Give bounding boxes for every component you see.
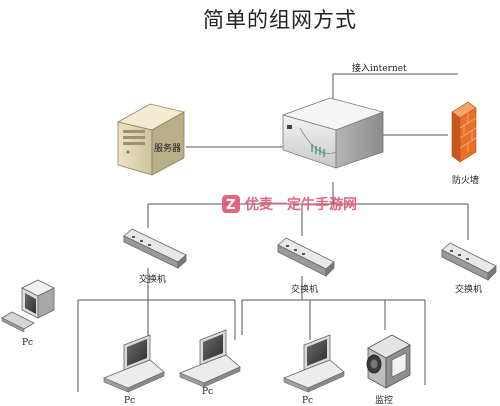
- laptop-icon: [178, 329, 241, 388]
- camera-icon: [366, 334, 411, 389]
- watermark-text: 优麦一定牛手游网: [245, 196, 357, 213]
- connection-lines: [77, 73, 469, 392]
- switch-icon: [123, 228, 187, 269]
- laptop-label-2: Pc: [202, 387, 213, 397]
- camera-label: 监控: [375, 394, 393, 406]
- firewall-label: 防火墙: [452, 174, 479, 186]
- switch-icon: [441, 242, 497, 281]
- firewall-icon: [451, 101, 477, 163]
- laptop-icon: [282, 334, 345, 393]
- desktop-pc-icon: [1, 279, 55, 333]
- page-title: 简单的组网方式: [203, 8, 357, 32]
- internet-label: 接入internet: [352, 62, 407, 74]
- desktop-pc-label: Pc: [22, 338, 33, 348]
- server-label: 服务器: [154, 142, 181, 154]
- watermark-logo-icon: Z: [222, 195, 240, 213]
- laptop-icon: [102, 334, 165, 393]
- server-icon: [116, 103, 186, 176]
- router-icon: [281, 97, 385, 169]
- svg-text:Z: Z: [226, 198, 235, 213]
- watermark: Z 优麦一定牛手游网: [222, 195, 357, 213]
- switch-label-middle: 交换机: [291, 283, 318, 295]
- laptop-label-3: Pc: [302, 396, 313, 406]
- laptop-label-1: Pc: [124, 396, 135, 406]
- switch-label-right: 交换机: [455, 283, 482, 295]
- switch-label-left: 交换机: [139, 273, 166, 285]
- switch-icon: [277, 237, 335, 277]
